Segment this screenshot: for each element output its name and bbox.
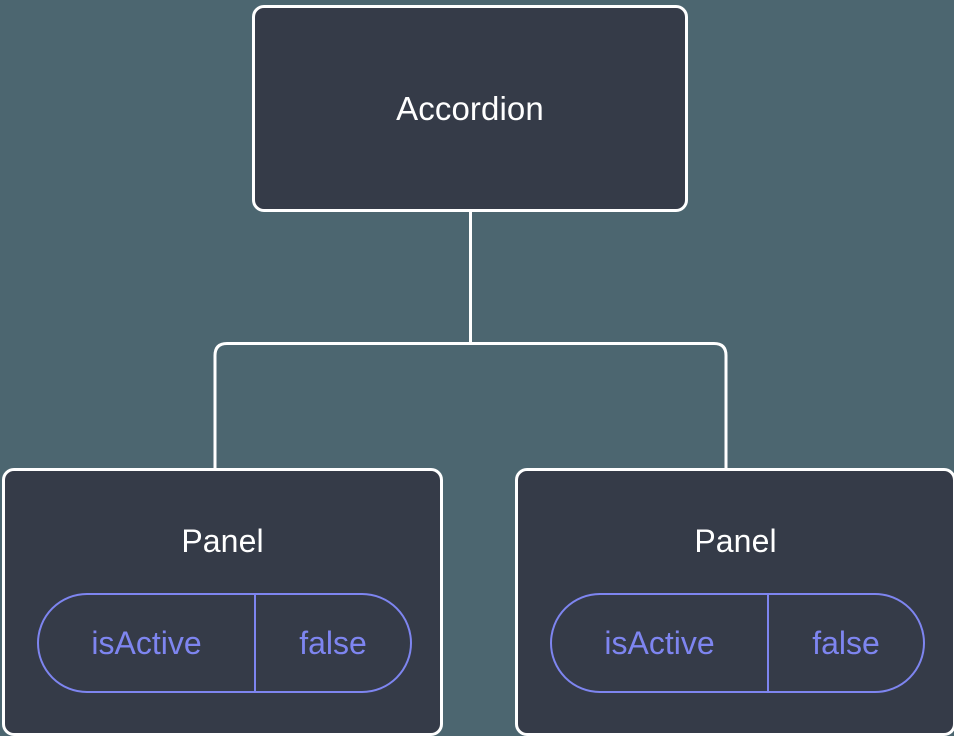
node-panel-2[interactable]: Panel isActive false: [515, 468, 954, 736]
node-accordion[interactable]: Accordion: [252, 5, 688, 212]
node-panel-2-label: Panel: [694, 523, 777, 559]
node-panel-1-prop-key: isActive: [39, 595, 256, 691]
node-panel-1-prop-pill[interactable]: isActive false: [37, 593, 412, 693]
node-panel-2-prop-key: isActive: [552, 595, 769, 691]
node-panel-1[interactable]: Panel isActive false: [2, 468, 443, 736]
edge-branch-right: [470, 342, 728, 470]
node-panel-2-prop-value: false: [812, 625, 880, 661]
node-panel-2-prop-pill[interactable]: isActive false: [550, 593, 925, 693]
edge-branch-left: [213, 342, 471, 470]
node-accordion-label: Accordion: [396, 90, 544, 127]
node-panel-1-label: Panel: [181, 523, 264, 559]
node-panel-1-prop-value: false: [299, 625, 367, 661]
